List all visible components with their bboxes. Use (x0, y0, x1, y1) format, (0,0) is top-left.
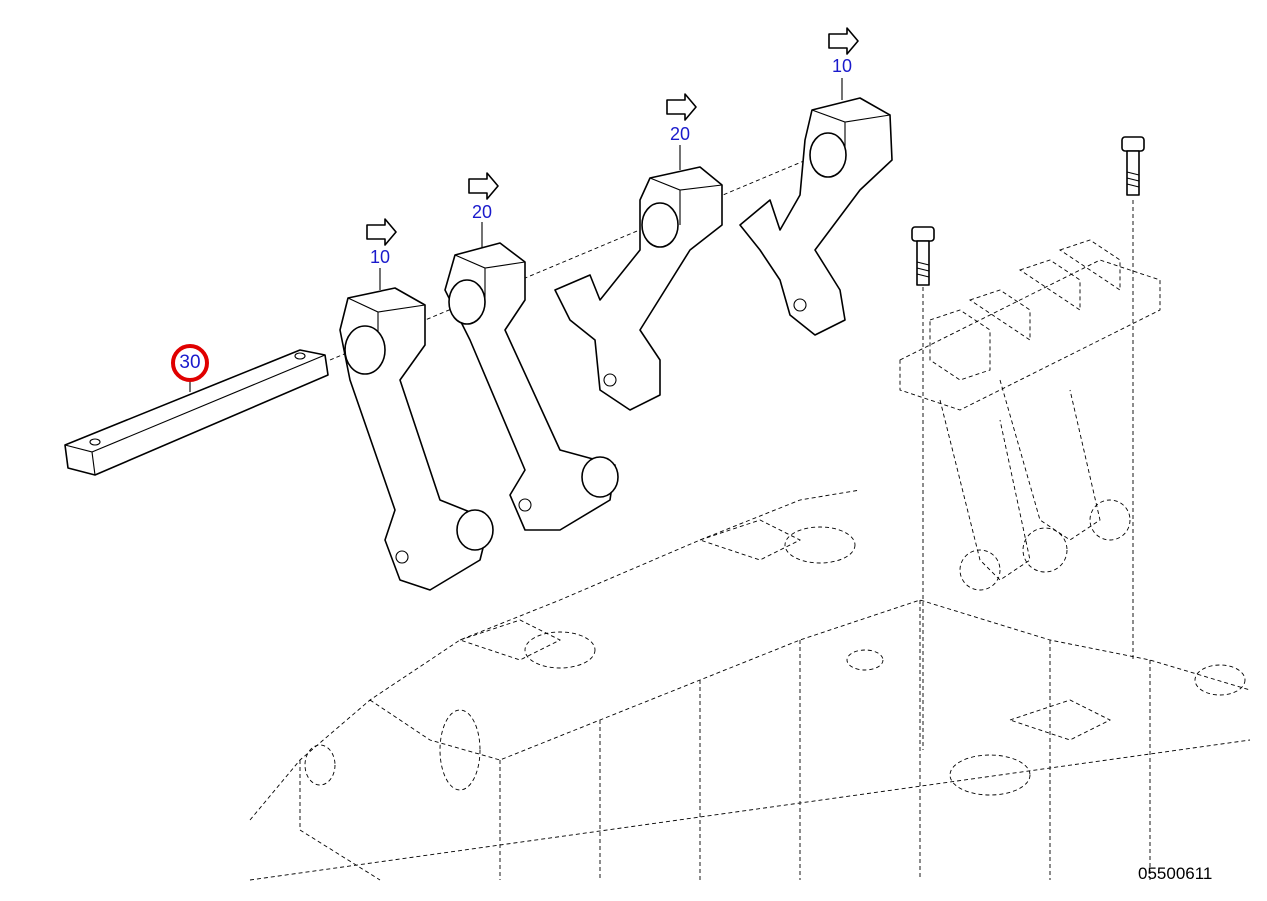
callout-leaders (379, 78, 843, 290)
callout-10-left[interactable]: 10 (369, 247, 391, 267)
callout-10-right[interactable]: 10 (831, 56, 853, 76)
arrow-right-outline-icon (468, 172, 499, 200)
cylinder-head-outline (249, 489, 1251, 881)
arrow-right-outline-icon (828, 27, 859, 55)
drawing-number: 05500611 (1138, 864, 1213, 883)
callout-30-label: 30 (179, 352, 201, 373)
bolt-left (911, 226, 935, 286)
shaft-axis (329, 149, 831, 361)
callout-30-highlighted[interactable]: 30 (171, 344, 209, 382)
rocker-arm-20-left (444, 242, 619, 531)
rocker-arm-20-right (554, 166, 723, 411)
bolt-right (1121, 136, 1145, 196)
rocker-arm-10-right (739, 97, 893, 336)
rocker-shaft (64, 349, 329, 476)
arrow-right-outline-icon (666, 93, 697, 121)
assembled-rocker-group-outline (899, 200, 1161, 750)
callout-20-right[interactable]: 20 (669, 124, 691, 144)
callout-20-left[interactable]: 20 (471, 202, 493, 222)
rocker-arm-10-left (339, 287, 494, 591)
arrow-right-outline-icon (366, 218, 397, 246)
